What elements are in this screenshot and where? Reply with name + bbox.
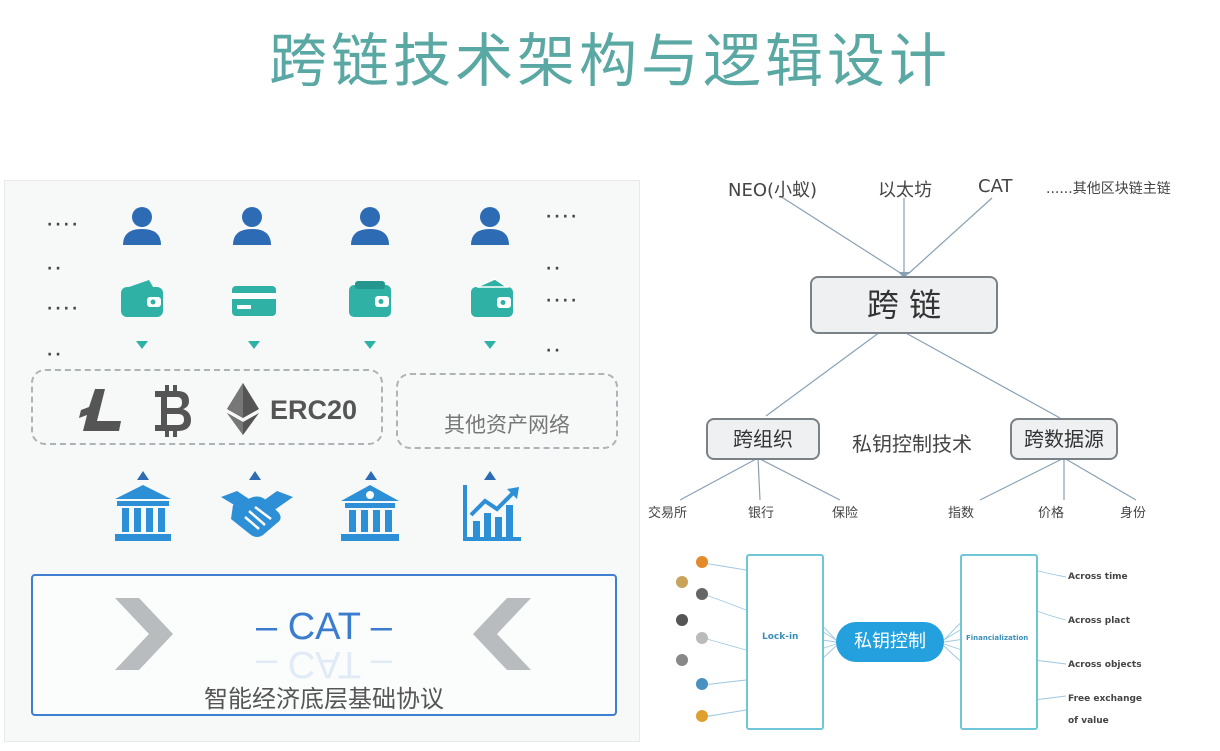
coin-icon [676,614,688,626]
leaf-bank: 银行 [748,506,775,521]
leaf-price: 价格 [1038,506,1065,521]
coin-icon [676,576,688,588]
coin-icon [696,556,708,568]
credit-card-icon [232,286,276,316]
arrow-down-icon [364,341,376,349]
chain-label-neo: NEO(小蚁) [728,180,818,201]
ellipsis-dots: ···· [546,209,580,225]
arrow-up-icon [137,471,149,480]
user-icon [123,207,161,245]
ethereum-icon [227,383,259,435]
arrow-up-icon [365,471,377,480]
mindmap-item: Across plact [1068,616,1131,626]
leaf-identity: 身份 [1120,506,1147,521]
erc20-label: ERC20 [270,395,358,425]
chain-label-ethereum: 以太坊 [878,180,932,201]
private-key-mindmap: Lock-in 私钥控制 Financialization Across tim… [650,550,1210,740]
lock-in-frame: Lock-in [746,554,824,730]
arrow-up-icon [249,471,261,480]
coin-icon [696,588,708,600]
wallet-icon [471,278,513,317]
growth-chart-icon [463,485,521,541]
cat-protocol-box: – CAT – – CAT – 智能经济底层基础协议 [31,574,617,716]
bank-icon [115,485,171,541]
mindmap-item: of value [1068,716,1109,726]
coin-icon [696,632,708,644]
leaf-index: 指数 [948,506,975,521]
lock-in-label: Lock-in [762,632,799,642]
cross-datasource-node: 跨数据源 [1010,418,1118,460]
private-key-control-node: 私钥控制 [836,622,944,662]
cat-title: – CAT – [256,606,392,648]
leaf-insurance: 保险 [832,506,859,521]
cross-chain-tree: NEO(小蚁) 以太坊 CAT ......其他区块链主链 跨 链 跨组织 私钥… [640,160,1220,540]
arrow-up-icon [484,471,496,480]
cross-organization-node: 跨组织 [706,418,820,460]
user-icon [351,207,389,245]
arrow-down-icon [248,341,260,349]
private-key-tech-label: 私钥控制技术 [852,432,972,456]
leaf-exchange: 交易所 [648,506,688,521]
mindmap-item: Free exchange [1068,694,1143,704]
ellipsis-dots: ·· [546,343,563,359]
page-title: 跨链技术架构与逻辑设计 [268,27,951,95]
ellipsis-dots: ·· [47,261,64,277]
crypto-assets-group: ERC20 [31,369,383,445]
cross-chain-node: 跨 链 [810,276,998,334]
ellipsis-dots: ···· [47,217,81,233]
financialization-frame: Financialization [960,554,1038,730]
architecture-panel: ···· ·· ···· ·· ···· ·· ···· ·· [4,180,640,742]
other-assets-label: 其他资产网络 [444,413,570,437]
user-icon [471,207,509,245]
bank-icon [341,485,399,541]
tree-connectors [679,195,1137,501]
mindmap-item: Across objects [1068,660,1142,670]
wallet-icon [121,280,163,317]
chevron-left-icon [473,598,531,670]
wallet-icon [349,281,391,317]
chain-label-others: ......其他区块链主链 [1046,181,1171,197]
coin-icon [676,654,688,666]
arrow-down-icon [136,341,148,349]
chain-label-cat: CAT [978,176,1013,197]
user-icon [233,207,271,245]
ellipsis-dots: ·· [47,347,64,363]
handshake-icon [221,491,293,537]
ellipsis-dots: ·· [546,261,563,277]
chevron-right-icon [115,598,173,670]
coin-icon [696,678,708,690]
cat-subtitle: 智能经济底层基础协议 [204,685,444,713]
litecoin-icon [79,389,121,431]
arrow-down-icon [484,341,496,349]
ellipsis-dots: ···· [47,301,81,317]
coin-icon [696,710,708,722]
ellipsis-dots: ···· [546,293,580,309]
financialization-label: Financialization [966,634,1029,642]
mindmap-item: Across time [1068,572,1128,582]
bitcoin-icon [155,385,191,437]
other-assets-group: 其他资产网络 [396,373,618,449]
